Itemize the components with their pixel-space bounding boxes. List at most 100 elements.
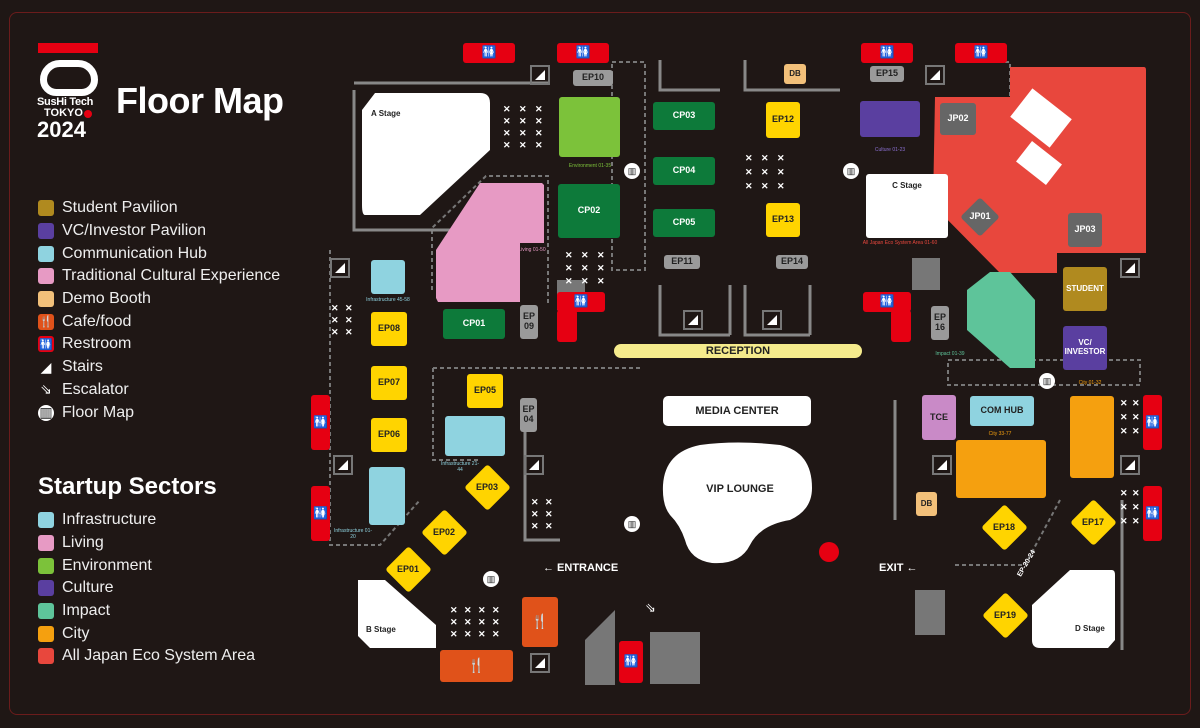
booth-ep14[interactable]: EP14	[776, 255, 808, 269]
cafe-food-icon[interactable]: 🍴	[440, 650, 513, 682]
table-icon: ✕	[1120, 398, 1128, 408]
legend-label: Stairs	[62, 358, 103, 376]
table-icon: ✕	[345, 315, 353, 325]
table-icon: ✕	[519, 104, 527, 114]
booth-ep16[interactable]: EP 16	[931, 306, 949, 340]
stairs-icon	[330, 258, 350, 278]
infrastructure-21-44-booths[interactable]	[445, 416, 505, 456]
city-33-77-booths[interactable]	[956, 440, 1046, 498]
stairs-icon: ◢	[40, 358, 52, 375]
restroom-icon[interactable]: 🚻	[861, 43, 913, 63]
table-icon: ✕	[597, 276, 605, 286]
booth-ep09[interactable]: EP 09	[520, 305, 538, 339]
floor-map-icon[interactable]: ▥	[483, 571, 499, 587]
booth-cp02[interactable]: CP02	[558, 184, 620, 238]
infrastructure-01-20-booths[interactable]	[369, 467, 405, 525]
restroom-icon[interactable]: 🚻	[1143, 395, 1162, 450]
booth-jp01[interactable]: JP01	[969, 211, 991, 222]
legend-label: Student Pavilion	[62, 199, 178, 217]
restroom-icon[interactable]: 🚻	[955, 43, 1007, 63]
booth-cp01[interactable]: CP01	[443, 309, 505, 339]
booth-ep10[interactable]: EP10	[573, 70, 613, 86]
restroom-icon[interactable]: 🚻	[619, 641, 643, 683]
booth-ep17[interactable]: EP17	[1081, 517, 1105, 527]
cafe-food-icon[interactable]: 🍴	[522, 597, 558, 647]
booth-ep05[interactable]: EP05	[467, 374, 503, 408]
table-icon: ✕	[545, 521, 553, 531]
restroom-icon[interactable]: 🚻	[557, 43, 609, 63]
restroom-icon[interactable]: 🚻	[1143, 486, 1162, 541]
table-icon: ✕	[531, 497, 539, 507]
restroom-icon: 🚻	[38, 336, 54, 353]
booth-ep06[interactable]: EP06	[371, 418, 407, 452]
table-icon: ✕	[745, 167, 753, 177]
reception-desk[interactable]: RECEPTION	[614, 344, 862, 358]
restroom-icon[interactable]: 🚻	[557, 292, 605, 312]
booth-ep01[interactable]: EP01	[396, 564, 420, 574]
tce-area[interactable]: TCE	[922, 395, 956, 440]
booth-ep15[interactable]: EP15	[870, 66, 904, 82]
booth-cp04[interactable]: CP04	[653, 157, 715, 185]
legend-label: All Japan Eco System Area	[62, 647, 255, 665]
impact-label: Impact 01-39	[935, 351, 965, 357]
table-icon: ✕	[450, 629, 458, 639]
booth-ep13[interactable]: EP13	[766, 203, 800, 237]
table-icon: ✕	[331, 327, 339, 337]
vip-lounge[interactable]: VIP LOUNGE	[706, 482, 774, 495]
table-icon: ✕	[581, 263, 589, 273]
booth-jp03[interactable]: JP03	[1068, 213, 1102, 247]
booth-cp03[interactable]: CP03	[653, 102, 715, 130]
table-icon: ✕	[492, 617, 500, 627]
c-stage[interactable]: C Stage	[866, 174, 948, 238]
booth-jp02[interactable]: JP02	[940, 103, 976, 135]
restroom-icon[interactable]: 🚻	[311, 395, 330, 450]
floor-map-icon[interactable]: ▥	[1039, 373, 1055, 389]
booth-ep03[interactable]: EP03	[475, 482, 499, 492]
restroom-icon[interactable]: 🚻	[863, 292, 911, 312]
floor-map-icon[interactable]: ▥	[843, 163, 859, 179]
booth-ep02[interactable]: EP02	[432, 527, 456, 537]
table-icon: ✕	[745, 153, 753, 163]
booth-ep18[interactable]: EP18	[992, 522, 1016, 532]
b-stage-area	[358, 580, 436, 648]
restroom-icon[interactable]	[891, 310, 911, 342]
booth-ep04[interactable]: EP 04	[520, 398, 537, 432]
table-icon: ✕	[761, 153, 769, 163]
exit-label: EXIT ←	[879, 562, 918, 574]
booth-ep19[interactable]: EP19	[993, 610, 1017, 620]
infrastructure-45-58-booths[interactable]	[371, 260, 405, 294]
vc-investor-pavilion[interactable]: VC/ INVESTOR	[1063, 326, 1107, 370]
impact-area	[967, 272, 1035, 368]
legend-label: Traditional Cultural Experience	[62, 267, 281, 285]
table-icon: ✕	[1120, 412, 1128, 422]
city-01-32-booths[interactable]	[1070, 396, 1114, 478]
booth-ep11[interactable]: EP11	[664, 255, 700, 269]
com-hub[interactable]: COM HUB	[970, 396, 1034, 426]
booth-ep08[interactable]: EP08	[371, 312, 407, 346]
infrastructure-45-58-label: Infrastructure 45-58	[366, 297, 410, 303]
table-icon: ✕	[535, 128, 543, 138]
restroom-icon[interactable]	[557, 310, 577, 342]
table-icon: ✕	[478, 629, 486, 639]
environment-booths[interactable]	[559, 97, 620, 157]
table-icon: ✕	[464, 605, 472, 615]
student-pavilion[interactable]: STUDENT	[1063, 267, 1107, 311]
restroom-icon[interactable]: 🚻	[463, 43, 515, 63]
media-center[interactable]: MEDIA CENTER	[663, 396, 811, 426]
booth-ep12[interactable]: EP12	[766, 102, 800, 138]
booth-ep07[interactable]: EP07	[371, 366, 407, 400]
floor-map-icon[interactable]: ▥	[624, 516, 640, 532]
floor-map-icon[interactable]: ▥	[624, 163, 640, 179]
table-icon: ✕	[531, 509, 539, 519]
culture-booths[interactable]	[860, 101, 920, 137]
restroom-icon[interactable]: 🚻	[311, 486, 330, 541]
table-icon: ✕	[1132, 398, 1140, 408]
demo-booth-top[interactable]: DB	[784, 64, 806, 84]
demo-booth[interactable]: DB	[916, 492, 937, 516]
table-icon: ✕	[519, 140, 527, 150]
table-icon: ✕	[1132, 516, 1140, 526]
table-icon: ✕	[581, 250, 589, 260]
table-icon: ✕	[777, 181, 785, 191]
booth-cp05[interactable]: CP05	[653, 209, 715, 237]
